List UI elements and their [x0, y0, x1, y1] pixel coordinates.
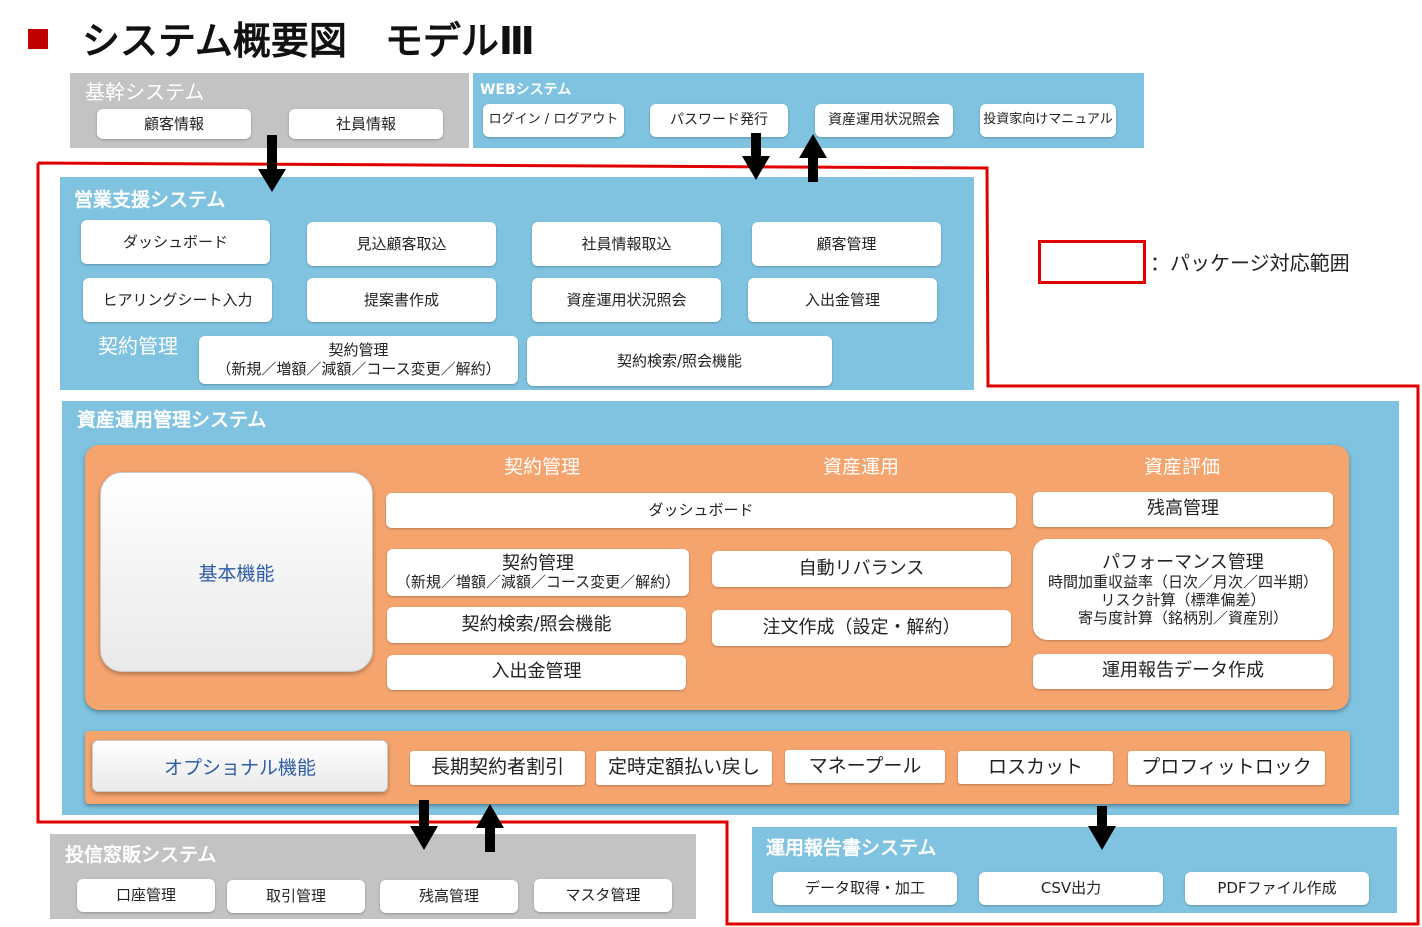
toshin-master-mgmt: マスタ管理	[534, 879, 672, 912]
web-item-manual: 投資家向けマニュアル	[980, 104, 1116, 137]
eigyo-contract-search: 契約検索/照会機能	[527, 336, 832, 386]
toshin-trade-mgmt: 取引管理	[227, 880, 365, 913]
core-performance-line-risk: リスク計算（標準偏差）	[1100, 591, 1266, 610]
legend-red-box-icon	[1038, 240, 1146, 284]
option-profit-lock: プロフィットロック	[1128, 751, 1325, 785]
eigyo-system-panel: 営業支援システム ダッシュボード 見込顧客取込 社員情報取込 顧客管理 ヒアリン…	[60, 177, 974, 390]
core-dashboard: ダッシュボード	[386, 493, 1016, 528]
core-contract-box: 契約管理 （新規／増額／減額／コース変更／解約）	[387, 549, 689, 596]
eigyo-system-label: 営業支援システム	[74, 189, 226, 211]
eigyo-deposit: 入出金管理	[748, 278, 937, 322]
title-square-icon	[28, 29, 48, 49]
core-contract-search: 契約検索/照会機能	[387, 607, 686, 643]
category-asset-management: 資産運用	[822, 456, 899, 478]
eigyo-proposal: 提案書作成	[307, 278, 496, 322]
optional-functions-label: オプショナル機能	[92, 740, 388, 792]
eigyo-prospect-import: 見込顧客取込	[307, 222, 496, 266]
optional-functions-panel: オプショナル機能 長期契約者割引 定時定額払い戻し マネープール ロスカット プ…	[85, 731, 1350, 804]
report-pdf-create: PDFファイル作成	[1185, 872, 1369, 905]
option-fixed-withdrawal: 定時定額払い戻し	[596, 751, 772, 785]
core-functions-panel: 契約管理 資産運用 資産評価 基本機能 ダッシュボード 契約管理 （新規／増額／…	[85, 445, 1349, 710]
eigyo-employee-import: 社員情報取込	[532, 222, 721, 266]
legend-text: ：パッケージ対応範囲	[1150, 251, 1350, 275]
report-system-label: 運用報告書システム	[766, 837, 937, 859]
web-system-panel: WEBシステム ログイン / ログアウト パスワード発行 資産運用状況照会 投資…	[473, 73, 1144, 148]
web-item-asset-status: 資産運用状況照会	[815, 104, 953, 137]
core-order-create: 注文作成（設定・解約）	[712, 610, 1011, 646]
shisan-system-label: 資産運用管理システム	[77, 409, 267, 431]
core-report-data: 運用報告データ作成	[1033, 654, 1333, 689]
category-asset-evaluation: 資産評価	[1143, 456, 1220, 478]
eigyo-contract-title: 契約管理	[328, 341, 389, 360]
kikan-system-label: 基幹システム	[85, 80, 205, 104]
eigyo-dashboard: ダッシュボード	[81, 220, 270, 264]
shisan-system-panel: 資産運用管理システム 契約管理 資産運用 資産評価 基本機能 ダッシュボード 契…	[62, 401, 1399, 815]
core-deposit: 入出金管理	[387, 655, 686, 690]
core-contract-title: 契約管理	[502, 552, 574, 574]
kikan-item-employee: 社員情報	[289, 109, 443, 139]
toshin-system-panel: 投信窓販システム 口座管理 取引管理 残高管理 マスタ管理	[50, 834, 696, 919]
eigyo-hearing-sheet: ヒアリングシート入力	[83, 278, 272, 322]
kikan-item-customer: 顧客情報	[97, 109, 251, 139]
eigyo-asset-status: 資産運用状況照会	[532, 278, 721, 322]
option-loss-cut: ロスカット	[958, 751, 1113, 784]
toshin-balance-mgmt: 残高管理	[380, 880, 518, 913]
report-system-panel: 運用報告書システム データ取得・加工 CSV出力 PDFファイル作成	[752, 827, 1397, 913]
web-item-password: パスワード発行	[650, 104, 788, 137]
core-auto-rebalance: 自動リバランス	[712, 551, 1011, 587]
core-performance-title: パフォーマンス管理	[1102, 551, 1264, 573]
core-contract-subtitle: （新規／増額／減額／コース変更／解約）	[395, 573, 681, 592]
core-balance-mgmt: 残高管理	[1033, 492, 1333, 527]
category-contract: 契約管理	[503, 456, 580, 478]
web-system-label: WEBシステム	[480, 82, 572, 98]
report-data-acquisition: データ取得・加工	[773, 872, 957, 905]
core-performance-line-twr: 時間加重収益率（日次／月次／四半期）	[1047, 573, 1318, 592]
web-item-login: ログイン / ログアウト	[483, 104, 624, 137]
core-performance-box: パフォーマンス管理 時間加重収益率（日次／月次／四半期） リスク計算（標準偏差）…	[1033, 539, 1333, 640]
basic-functions-box: 基本機能	[100, 472, 373, 672]
core-performance-line-contribution: 寄与度計算（銘柄別／資産別）	[1077, 609, 1288, 628]
eigyo-contract-label: 契約管理	[98, 334, 178, 358]
report-csv-output: CSV出力	[979, 872, 1163, 905]
toshin-account-mgmt: 口座管理	[77, 879, 215, 912]
eigyo-contract-subtitle: （新規／増額／減額／コース変更／解約）	[216, 360, 501, 378]
eigyo-customer-mgmt: 顧客管理	[752, 222, 941, 266]
page-title: システム概要図 モデルⅢ	[82, 19, 535, 63]
option-long-term-discount: 長期契約者割引	[410, 751, 585, 785]
eigyo-contract-box: 契約管理 （新規／増額／減額／コース変更／解約）	[199, 336, 518, 384]
option-money-pool: マネープール	[785, 750, 945, 783]
toshin-system-label: 投信窓販システム	[65, 844, 217, 866]
kikan-system-panel: 基幹システム 顧客情報 社員情報	[70, 73, 469, 148]
